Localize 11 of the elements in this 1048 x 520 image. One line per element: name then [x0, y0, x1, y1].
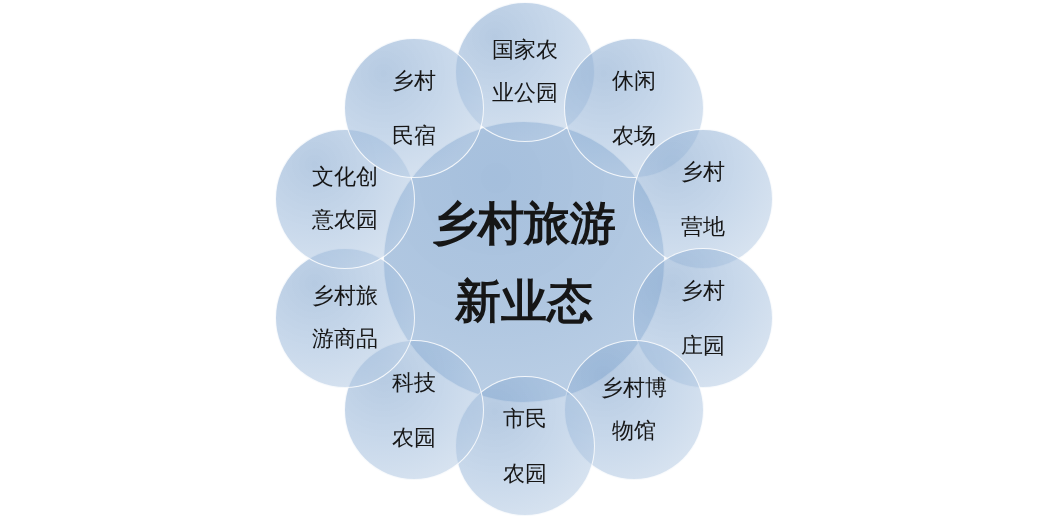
topic-label: 国家农业公园: [491, 36, 559, 107]
topic-label: 乡村民宿: [391, 67, 437, 150]
topic-label: 乡村旅游商品: [311, 282, 379, 353]
topic-label: 乡村庄园: [680, 277, 726, 360]
topic-label: 市民农园: [502, 405, 548, 488]
central-topic-label: 乡村旅游新业态: [431, 194, 617, 330]
topic-label: 文化创意农园: [311, 163, 379, 234]
topic-label: 休闲农场: [611, 67, 657, 150]
topic-label: 乡村营地: [680, 158, 726, 241]
topic-label: 科技农园: [391, 369, 437, 452]
topic-label: 乡村博物馆: [600, 374, 668, 445]
